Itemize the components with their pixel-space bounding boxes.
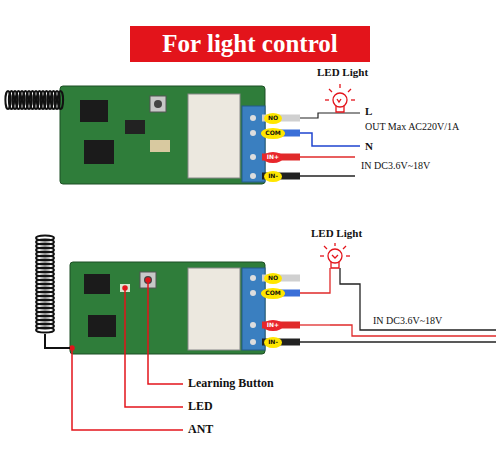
leader-lines xyxy=(70,278,183,430)
coil-turn xyxy=(58,91,63,109)
terminal-name: IN+ xyxy=(267,322,279,328)
line-label: N xyxy=(364,140,374,152)
coil-turn xyxy=(36,327,54,332)
terminal-tag: COM xyxy=(261,128,284,139)
terminal-name: IN- xyxy=(268,339,278,345)
terminal-name: IN+ xyxy=(267,154,279,160)
terminal-tag: COM xyxy=(261,288,284,299)
callout-label: ANT xyxy=(187,423,214,436)
terminal-tag: IN+ xyxy=(263,320,283,331)
wires xyxy=(262,268,496,342)
terminal-name: COM xyxy=(265,290,280,296)
line-label: L xyxy=(364,105,373,117)
receiver-board xyxy=(60,86,265,184)
terminal-tag: IN- xyxy=(264,171,282,182)
terminal-name: IN- xyxy=(268,173,278,179)
terminal-name: NO xyxy=(268,275,278,281)
terminal-tag: IN+ xyxy=(263,152,283,163)
terminal-tag: NO xyxy=(264,113,282,124)
receiver-board xyxy=(70,262,265,354)
wires xyxy=(262,113,360,176)
coil-lead xyxy=(62,99,64,101)
supply-label: IN DC3.6V~18V xyxy=(372,315,443,326)
rating-label: OUT Max AC220V/1A xyxy=(364,121,460,132)
led-bulb xyxy=(325,84,355,112)
led-bulb xyxy=(320,243,350,268)
device-label: LED Light xyxy=(316,66,369,78)
antenna-coil xyxy=(5,91,70,348)
device-label: LED Light xyxy=(310,227,363,239)
terminal-name: COM xyxy=(265,130,280,136)
terminal-name: NO xyxy=(268,115,278,121)
terminal-tag: IN- xyxy=(264,337,282,348)
coil-lead xyxy=(45,334,70,348)
title-banner: For light control xyxy=(130,26,370,62)
title-text: For light control xyxy=(162,30,337,58)
callout-label: Learning Button xyxy=(187,377,275,390)
callout-label: LED xyxy=(187,400,214,413)
terminal-tag: NO xyxy=(264,273,282,284)
supply-label: IN DC3.6V~18V xyxy=(360,160,431,171)
